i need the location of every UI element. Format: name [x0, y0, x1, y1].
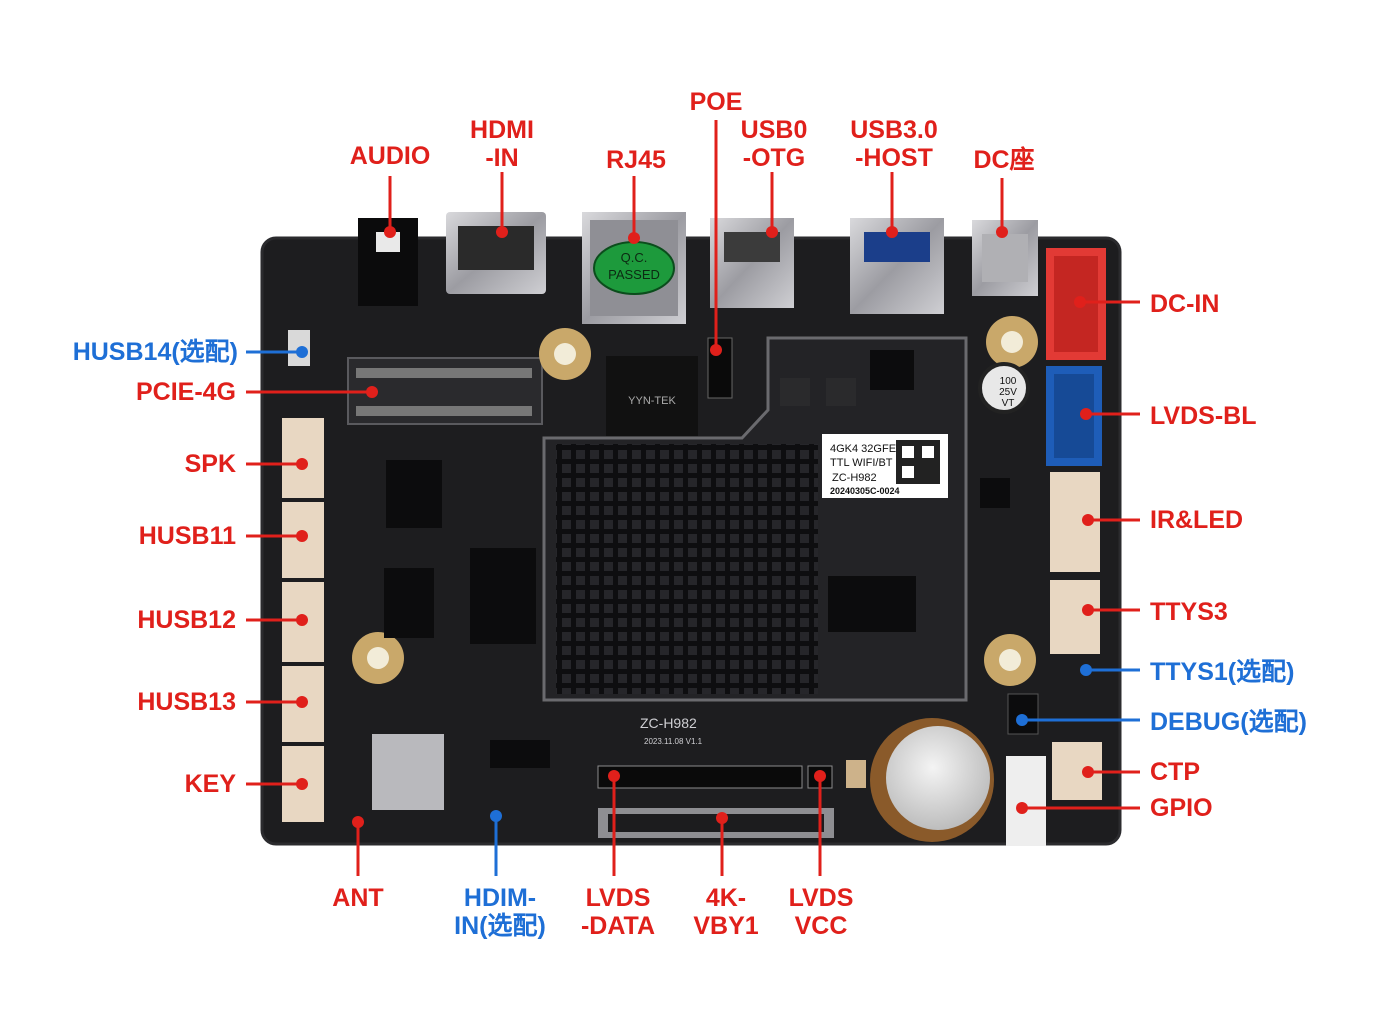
spk-connector [282, 418, 324, 498]
label-usb0-line1: USB0 [740, 116, 808, 144]
leader-dot-rj45 [628, 232, 640, 244]
label-pcie4g: PCIE-4G [135, 378, 236, 406]
label-hdmi-in-line2: -IN [485, 144, 519, 172]
leader-dot-husb11 [296, 530, 308, 542]
badge-line2: PASSED [608, 267, 660, 282]
lvds-data-connector [597, 765, 803, 789]
leader-dot-ant [352, 816, 364, 828]
leader-dot-pcie4g [366, 386, 378, 398]
leader-dot-hdmi-opt [490, 810, 502, 822]
badge-line1: Q.C. [621, 250, 648, 265]
label-rj45: RJ45 [606, 146, 666, 174]
silk-model: ZC-H982 [640, 715, 697, 731]
label-lvds-vcc-line1: LVDS [788, 884, 854, 912]
label-ant: ANT [332, 884, 384, 912]
label-poe: POE [689, 88, 743, 116]
eth-transformer [606, 356, 698, 436]
eth-vendor: YYN-TEK [628, 395, 676, 407]
leader-dot-husb14 [296, 346, 308, 358]
label-spk: SPK [184, 450, 236, 478]
emmc-chip [828, 576, 916, 632]
label-4k-vby1: 4K- VBY1 [684, 884, 768, 940]
leader-dot-ttys3 [1082, 604, 1094, 616]
svg-text:ZC-H982: ZC-H982 [832, 472, 877, 484]
leader-dot-usb0 [766, 226, 778, 238]
leader-dot-vby1 [716, 812, 728, 824]
ttys3-connector [1050, 580, 1100, 654]
leader-dot-dc-seat [996, 226, 1008, 238]
leader-dot-ctp [1082, 766, 1094, 778]
leader-dot-lvds-bl [1080, 408, 1092, 420]
label-lvds-data-line1: LVDS [585, 884, 651, 912]
leader-dot-poe [710, 344, 722, 356]
svg-text:4GK4 32GFE: 4GK4 32GFE [830, 443, 896, 455]
svg-text:25V: 25V [999, 387, 1017, 398]
heatsink [556, 444, 818, 694]
label-key: KEY [184, 770, 236, 798]
label-husb12: HUSB12 [137, 606, 236, 634]
label-lvds-vcc: LVDS VCC [776, 884, 866, 940]
label-lvds-data: LVDS -DATA [566, 884, 670, 940]
label-dc-in: DC-IN [1150, 290, 1220, 318]
label-hdmi-opt-line2: IN(选配) [454, 912, 546, 940]
label-usb0-otg: USB0 -OTG [724, 116, 824, 172]
label-ir-led: IR&LED [1150, 506, 1244, 534]
label-ctp: CTP [1150, 758, 1200, 786]
leader-dot-spk [296, 458, 308, 470]
label-hdmi-in: HDMI -IN [452, 116, 552, 172]
label-audio: AUDIO [349, 142, 431, 170]
leader-dot-key [296, 778, 308, 790]
leader-dot-husb13 [296, 696, 308, 708]
leader-dot-gpio [1016, 802, 1028, 814]
gpio-connector [1006, 756, 1046, 846]
label-ttys1: TTYS1(选配) [1150, 658, 1295, 686]
label-husb11: HUSB11 [138, 522, 236, 550]
label-hdmi-opt-line1: HDIM- [463, 884, 537, 912]
label-ttys3: TTYS3 [1150, 598, 1228, 626]
label-usb3-line2: -HOST [855, 144, 933, 172]
label-usb0-line2: -OTG [742, 144, 806, 172]
svg-text:20240305C-0024: 20240305C-0024 [830, 486, 900, 496]
label-husb14: HUSB14(选配) [72, 338, 238, 366]
leader-dot-lvds-data [608, 770, 620, 782]
svg-text:VT: VT [1002, 398, 1015, 409]
capacitor [978, 362, 1030, 414]
label-usb3-line1: USB3.0 [850, 116, 938, 144]
label-hdmi-in-line1: HDMI [470, 116, 534, 144]
label-lvds-vcc-line2: VCC [794, 912, 848, 940]
label-lvds-bl: LVDS-BL [1150, 402, 1257, 430]
label-vby1-line1: 4K- [705, 884, 747, 912]
svg-text:100: 100 [1000, 376, 1017, 387]
label-vby1-line2: VBY1 [693, 912, 759, 940]
label-husb13: HUSB13 [137, 688, 236, 716]
leader-dot-dc-in [1074, 296, 1086, 308]
leader-dot-debug [1016, 714, 1028, 726]
label-lvds-data-line2: -DATA [580, 912, 656, 940]
label-hdmi-in-opt: HDIM- IN(选配) [438, 884, 562, 940]
leader-dot-lvds-vcc [814, 770, 826, 782]
label-debug: DEBUG(选配) [1150, 708, 1307, 736]
leader-dot-usb3 [886, 226, 898, 238]
leader-dot-audio [384, 226, 396, 238]
coin-cell [886, 726, 990, 830]
label-dc-seat: DC座 [973, 146, 1035, 174]
usb0-port [710, 218, 794, 308]
label-usb3-host: USB3.0 -HOST [838, 116, 950, 172]
silk-date: 2023.11.08 V1.1 [644, 737, 703, 746]
label-gpio: GPIO [1150, 794, 1213, 822]
wifi-module [372, 734, 444, 810]
leader-dot-hdmi-in [496, 226, 508, 238]
svg-text:TTL WIFI/BT: TTL WIFI/BT [830, 457, 893, 469]
leader-dot-husb12 [296, 614, 308, 626]
leader-dot-ir-led [1082, 514, 1094, 526]
leader-dot-ttys1 [1080, 664, 1092, 676]
